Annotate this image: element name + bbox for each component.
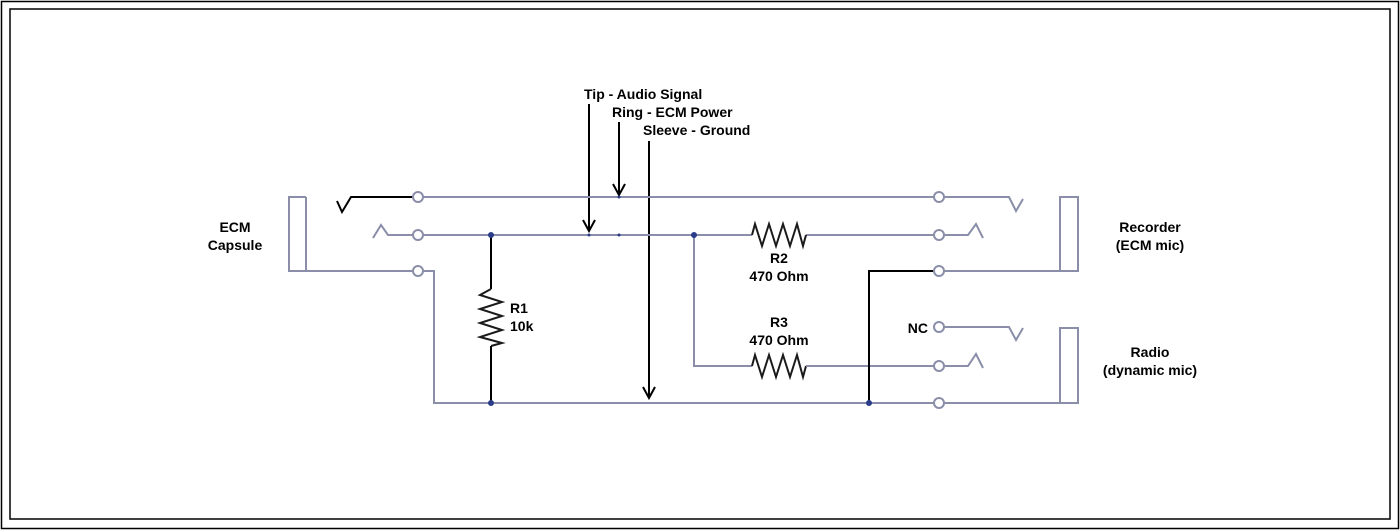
r2-name: R2 bbox=[770, 250, 788, 266]
r3-branch-wire bbox=[693, 235, 752, 367]
radio-tip-contact bbox=[939, 352, 984, 369]
radio-terminal-tip bbox=[933, 360, 945, 372]
junction-r3-branch bbox=[691, 232, 697, 238]
legend-ring: Ring - ECM Power bbox=[612, 104, 733, 120]
junction-r1-top bbox=[488, 232, 494, 238]
tip-marker-dot-2 bbox=[617, 233, 621, 237]
radio-terminal-sleeve bbox=[933, 397, 945, 409]
radio-label-line2: (dynamic mic) bbox=[1103, 362, 1197, 378]
tip-marker-dot bbox=[587, 233, 591, 237]
tip-arrow bbox=[582, 104, 596, 234]
resistor-r2 bbox=[751, 220, 807, 250]
ecm-label-line2: Capsule bbox=[208, 237, 263, 253]
ring-marker-dot bbox=[617, 195, 621, 199]
r1-name: R1 bbox=[510, 300, 528, 316]
recorder-tip-contact bbox=[939, 222, 984, 239]
legend-sleeve: Sleeve - Ground bbox=[643, 122, 750, 138]
inner-frame bbox=[9, 8, 1391, 520]
radio-jack bbox=[939, 327, 1079, 404]
ring-arrow bbox=[612, 122, 626, 198]
recorder-label-line2: (ECM mic) bbox=[1116, 237, 1184, 253]
recorder-ring-contact bbox=[939, 196, 1024, 214]
nc-label: NC bbox=[908, 320, 928, 336]
recorder-terminal-ring bbox=[933, 191, 945, 203]
radio-label-line1: Radio bbox=[1131, 344, 1170, 360]
recorder-sleeve-wire bbox=[868, 270, 939, 403]
ecm-terminal-ring bbox=[412, 191, 424, 203]
recorder-terminal-sleeve bbox=[933, 265, 945, 277]
ecm-label-line1: ECM bbox=[219, 219, 250, 235]
r3-value: 470 Ohm bbox=[749, 332, 808, 348]
ecm-terminal-sleeve bbox=[412, 265, 424, 277]
r1-value: 10k bbox=[510, 318, 534, 334]
radio-terminal-nc bbox=[933, 321, 945, 333]
recorder-jack bbox=[939, 196, 1079, 272]
resistor-r3 bbox=[751, 351, 807, 381]
legend-tip: Tip - Audio Signal bbox=[584, 86, 702, 102]
ecm-jack bbox=[288, 196, 491, 404]
resistor-r1 bbox=[476, 288, 506, 347]
recorder-terminal-tip bbox=[933, 229, 945, 241]
r3-name: R3 bbox=[770, 314, 788, 330]
junction-r1-bottom bbox=[488, 400, 494, 406]
sleeve-arrow bbox=[642, 141, 656, 401]
recorder-label-line1: Recorder bbox=[1119, 219, 1181, 235]
junction-recorder-sleeve bbox=[866, 400, 872, 406]
radio-nc-contact bbox=[939, 326, 1024, 343]
ecm-terminal-tip bbox=[412, 229, 424, 241]
r2-value: 470 Ohm bbox=[749, 268, 808, 284]
